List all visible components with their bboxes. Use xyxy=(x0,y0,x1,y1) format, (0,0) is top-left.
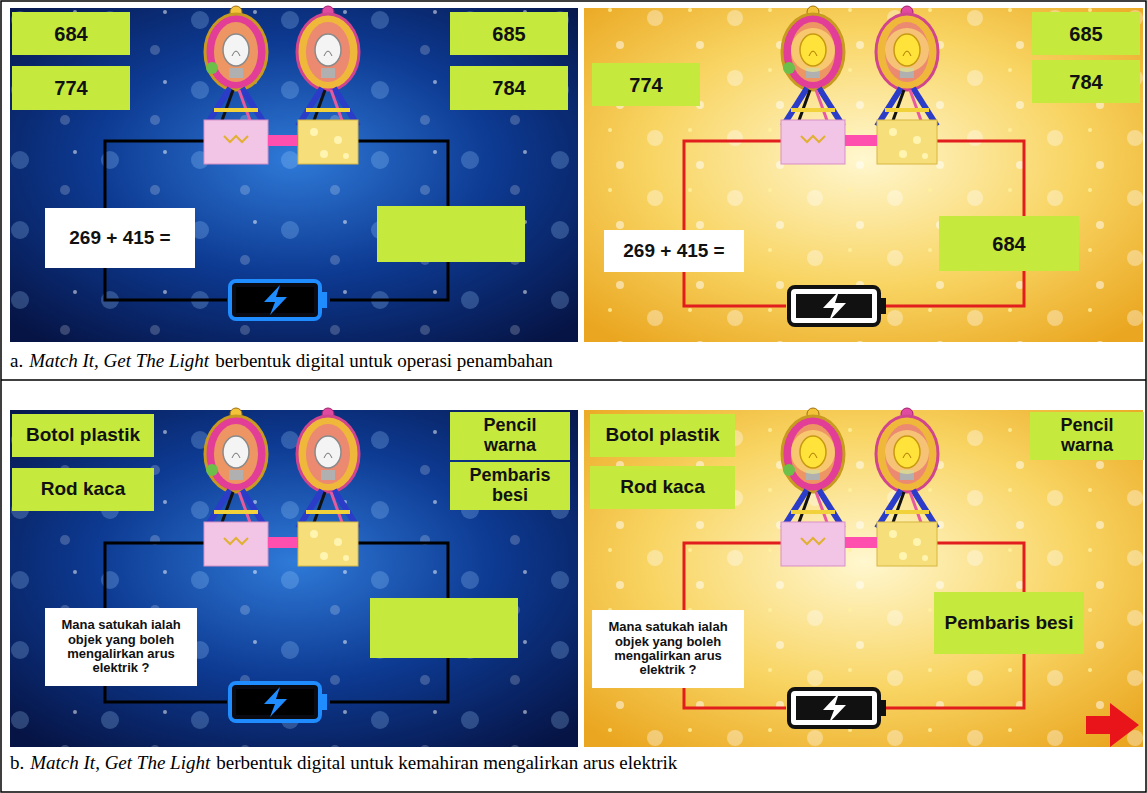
bulb xyxy=(885,430,929,474)
lamp-link xyxy=(845,135,877,146)
answer-box: 684 xyxy=(939,216,1079,271)
lamp xyxy=(297,408,359,566)
question-box: 269 + 415 = xyxy=(45,208,195,268)
panel-gold xyxy=(584,410,1143,747)
panel-blue xyxy=(10,408,578,747)
lamp xyxy=(781,408,845,566)
box-text: 269 + 415 = xyxy=(69,228,170,249)
bulb xyxy=(791,28,835,72)
lamp xyxy=(781,6,845,164)
panel-blue xyxy=(10,8,578,342)
answer-option: Rod kaca xyxy=(12,468,154,511)
caption-text: Match It, Get The Light xyxy=(30,752,210,773)
figure-caption: b. Match It, Get The Light berbentuk digit… xyxy=(10,752,683,774)
battery-symbol xyxy=(789,689,886,727)
box-text: 774 xyxy=(629,74,662,96)
box-text: Pencil warna xyxy=(1035,416,1139,456)
caption-text: Match It, Get The Light xyxy=(29,350,209,371)
next-arrow xyxy=(1086,703,1139,747)
lamp-link xyxy=(268,537,298,548)
caption-text: berbentuk digital untuk kemahiran mengal… xyxy=(216,752,677,773)
caption-text: a. xyxy=(10,350,23,371)
bulb xyxy=(885,28,929,72)
panel-gold xyxy=(584,6,1143,342)
box-text: Rod kaca xyxy=(41,479,125,500)
box-text: 685 xyxy=(492,23,525,45)
answer-option: 685 xyxy=(1032,12,1140,55)
answer-option: 784 xyxy=(1032,60,1140,103)
box-text: 269 + 415 = xyxy=(623,241,724,262)
box-text: Mana satukah ialah objek yang boleh meng… xyxy=(50,618,192,675)
figure-frame xyxy=(1,379,1146,381)
lamp xyxy=(297,6,359,164)
answer-option: Pembaris besi xyxy=(450,462,570,510)
bulb xyxy=(315,436,341,468)
box-text: Pembaris besi xyxy=(945,613,1074,634)
answer-box: Pembaris besi xyxy=(934,592,1084,654)
panel-blue xyxy=(10,410,578,747)
bulb xyxy=(315,34,341,66)
caption-text: berbentuk digital untuk operasi penambah… xyxy=(215,350,553,371)
answer-option: 774 xyxy=(592,63,700,106)
panel-gold xyxy=(584,410,1143,747)
circuit-wire xyxy=(684,141,786,306)
answer-option: 774 xyxy=(12,66,130,110)
figure-caption: a. Match It, Get The Light berbentuk digit… xyxy=(10,350,559,372)
caption-text: b. xyxy=(10,752,24,773)
answer-option: Pencil warna xyxy=(1030,412,1144,460)
box-text: Pencil warna xyxy=(455,416,565,456)
lamp-link xyxy=(268,135,298,146)
box-text: Pembaris besi xyxy=(455,466,565,506)
panel-blue xyxy=(10,410,578,747)
bulb xyxy=(791,430,835,474)
answer-option: 784 xyxy=(450,66,568,110)
answer-option: 685 xyxy=(450,12,568,55)
answer-option: Rod kaca xyxy=(590,466,735,509)
question-box: 269 + 415 = xyxy=(604,230,744,272)
box-text: 784 xyxy=(1069,71,1102,93)
box-text: Botol plastik xyxy=(26,425,140,446)
battery-symbol xyxy=(789,287,886,325)
answer-option: Pencil warna xyxy=(450,412,570,460)
lamp xyxy=(204,6,268,164)
box-text: Botol plastik xyxy=(605,425,719,446)
lamp xyxy=(204,408,268,566)
battery-symbol xyxy=(230,683,327,721)
box-text: 685 xyxy=(1069,23,1102,45)
lamp xyxy=(876,408,938,566)
empty-answer-box xyxy=(377,206,525,262)
box-text: Mana satukah ialah objek yang boleh meng… xyxy=(597,620,739,677)
empty-answer-box xyxy=(370,598,518,658)
box-text: 684 xyxy=(992,233,1025,255)
box-text: Rod kaca xyxy=(620,477,704,498)
panel-gold xyxy=(584,8,1143,342)
bulb xyxy=(223,34,249,66)
battery-symbol xyxy=(230,281,327,319)
panel-gold xyxy=(584,8,1143,342)
box-text: 784 xyxy=(492,77,525,99)
question-box: Mana satukah ialah objek yang boleh meng… xyxy=(592,610,744,688)
lamp-link xyxy=(845,537,877,548)
panel-blue xyxy=(10,8,578,342)
box-text: 774 xyxy=(54,77,87,99)
question-box: Mana satukah ialah objek yang boleh meng… xyxy=(45,608,197,686)
answer-option: Botol plastik xyxy=(12,414,154,457)
panel-blue xyxy=(10,6,578,342)
box-text: 684 xyxy=(54,23,87,45)
answer-option: 684 xyxy=(12,12,130,55)
lamp xyxy=(876,6,938,164)
bulb xyxy=(223,436,249,468)
panel-gold xyxy=(584,408,1143,747)
answer-option: Botol plastik xyxy=(590,414,735,457)
